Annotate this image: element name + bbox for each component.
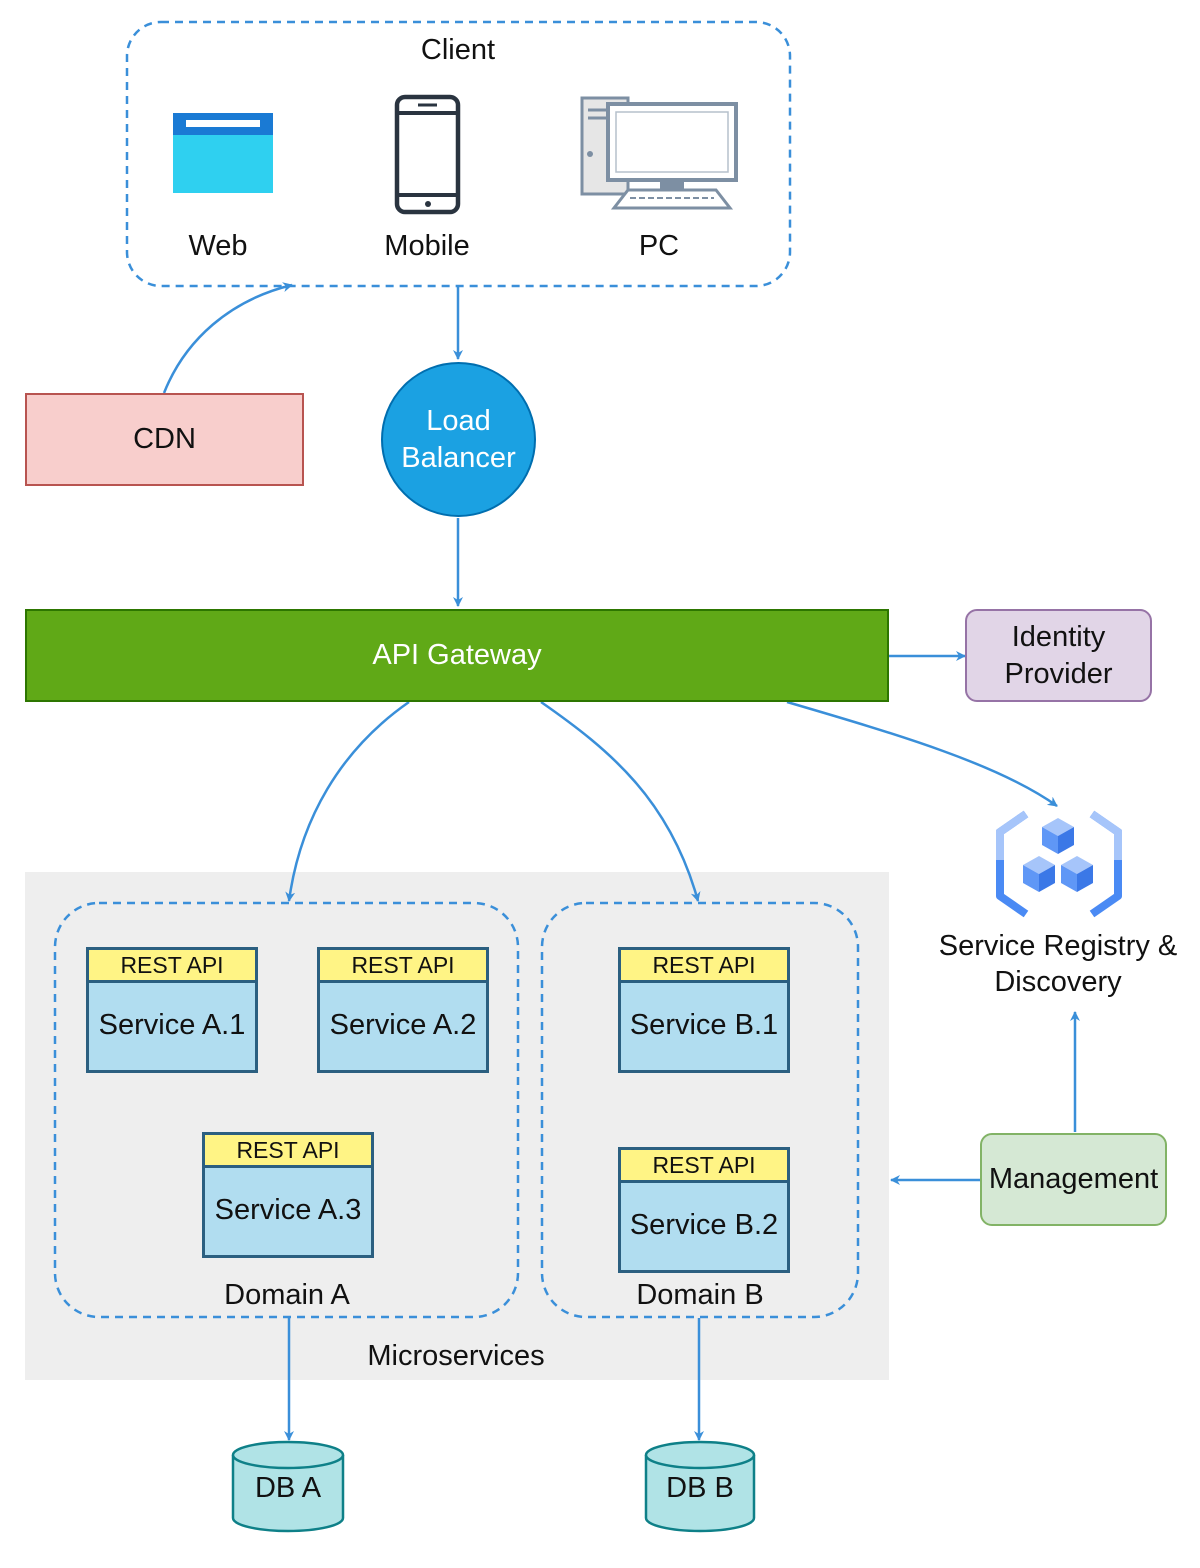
service-card: REST API Service B.2 — [618, 1147, 790, 1273]
load-balancer-line1: Load — [426, 405, 491, 438]
service-card: REST API Service B.1 — [618, 947, 790, 1073]
identity-provider-line1: Identity — [1011, 621, 1106, 654]
rest-api-label: REST API — [205, 1135, 371, 1168]
service-name: Service A.3 — [214, 1193, 362, 1226]
service-card: REST API Service A.2 — [317, 947, 489, 1073]
service-name: Service A.1 — [98, 1008, 246, 1041]
rest-api-label: REST API — [89, 950, 255, 983]
service-registry-icon — [996, 810, 1122, 918]
arrow-gateway-to-domain-b — [540, 700, 701, 902]
database-b-cylinder — [644, 1440, 756, 1533]
domain-a-container — [53, 901, 520, 1319]
database-b: DB B — [646, 1440, 754, 1540]
database-a-cylinder — [231, 1440, 345, 1533]
pc-label: PC — [638, 230, 680, 262]
domain-b-label: Domain B — [636, 1279, 764, 1311]
service-name: Service A.2 — [329, 1008, 477, 1041]
service-card: REST API Service A.3 — [202, 1132, 374, 1258]
service-registry-line1: Service Registry & — [938, 930, 1178, 962]
management-label: Management — [988, 1163, 1159, 1195]
service-card: REST API Service A.1 — [86, 947, 258, 1073]
rest-api-label: REST API — [320, 950, 486, 983]
db-b-label: DB B — [666, 1472, 734, 1504]
domain-b-container — [540, 901, 860, 1319]
client-container — [125, 20, 792, 288]
smartphone-icon — [394, 94, 461, 215]
identity-provider-box: Identity Provider — [965, 609, 1152, 702]
domain-a-label: Domain A — [224, 1279, 350, 1311]
arrow-gateway-to-domain-a — [285, 700, 410, 902]
service-name: Service B.1 — [629, 1008, 779, 1041]
arrow-gateway-to-registry — [786, 700, 1058, 808]
management-box: Management — [980, 1133, 1167, 1226]
web-label: Web — [188, 230, 248, 262]
service-name: Service B.2 — [629, 1208, 779, 1241]
desktop-computer-icon — [580, 96, 738, 210]
cdn-label: CDN — [133, 423, 196, 455]
api-gateway-bar: API Gateway — [25, 609, 889, 702]
microservices-label: Microservices — [367, 1340, 545, 1372]
rest-api-label: REST API — [621, 950, 787, 983]
browser-window-icon — [173, 113, 273, 193]
arrow-cdn-to-client — [162, 282, 293, 394]
client-title: Client — [420, 34, 496, 66]
database-a: DB A — [233, 1440, 343, 1540]
cdn-box: CDN — [25, 393, 304, 486]
mobile-label: Mobile — [384, 230, 470, 262]
service-registry-line2: Discovery — [994, 966, 1122, 999]
api-gateway-label: API Gateway — [372, 639, 542, 671]
connection-arrows — [162, 282, 1080, 1441]
load-balancer-node: Load Balancer — [381, 362, 536, 517]
db-a-label: DB A — [254, 1472, 322, 1504]
identity-provider-line2: Provider — [1004, 657, 1113, 690]
service-registry-label: Service Registry & Discovery — [925, 928, 1191, 1001]
load-balancer-line2: Balancer — [401, 441, 516, 474]
rest-api-label: REST API — [621, 1150, 787, 1183]
